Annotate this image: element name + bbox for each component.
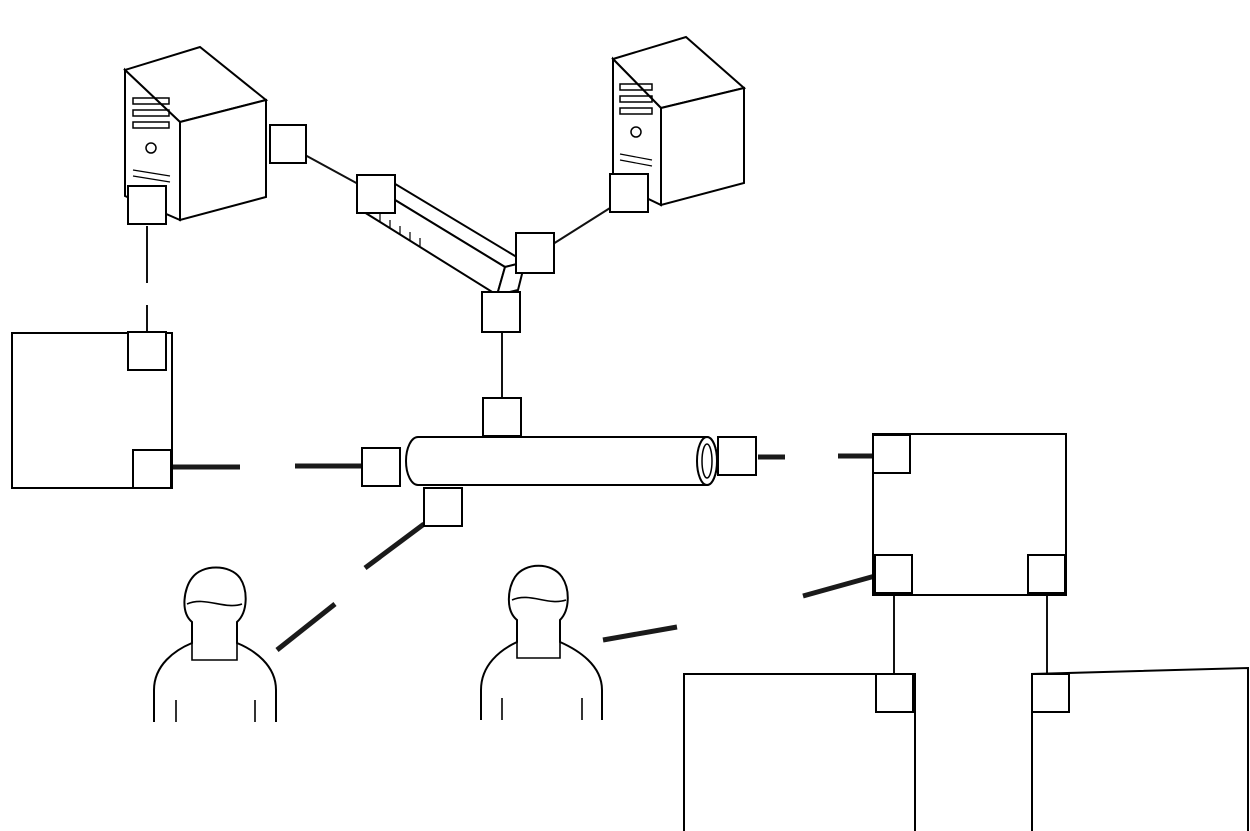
port xyxy=(609,173,649,213)
server-icon xyxy=(123,45,269,222)
port xyxy=(361,447,401,487)
port xyxy=(1031,673,1070,713)
ports xyxy=(127,124,1070,713)
server-icon xyxy=(611,35,747,207)
link-bus-user1-b xyxy=(275,602,337,652)
port xyxy=(132,449,172,489)
link-user2-boxright-b xyxy=(802,573,876,599)
port xyxy=(872,434,911,474)
port xyxy=(717,436,757,476)
box-bottom-1 xyxy=(683,673,916,831)
box-bottom-2 xyxy=(1031,666,1249,831)
port xyxy=(875,673,914,713)
port xyxy=(356,174,396,214)
backbone-cylinder xyxy=(405,436,718,486)
port xyxy=(1027,554,1066,594)
port xyxy=(423,487,463,527)
port xyxy=(127,185,167,225)
link-user2-boxright-a xyxy=(602,624,678,643)
link-server2-switch xyxy=(552,207,611,245)
port xyxy=(874,554,913,594)
links xyxy=(146,154,1048,674)
link-server1-switch xyxy=(304,154,361,186)
port xyxy=(127,331,167,371)
port xyxy=(515,232,555,274)
person-icon xyxy=(480,564,603,720)
port xyxy=(482,397,522,437)
port xyxy=(481,291,521,333)
port xyxy=(269,124,307,164)
person-icon xyxy=(153,566,277,722)
link-bus-user1-a xyxy=(363,521,426,571)
